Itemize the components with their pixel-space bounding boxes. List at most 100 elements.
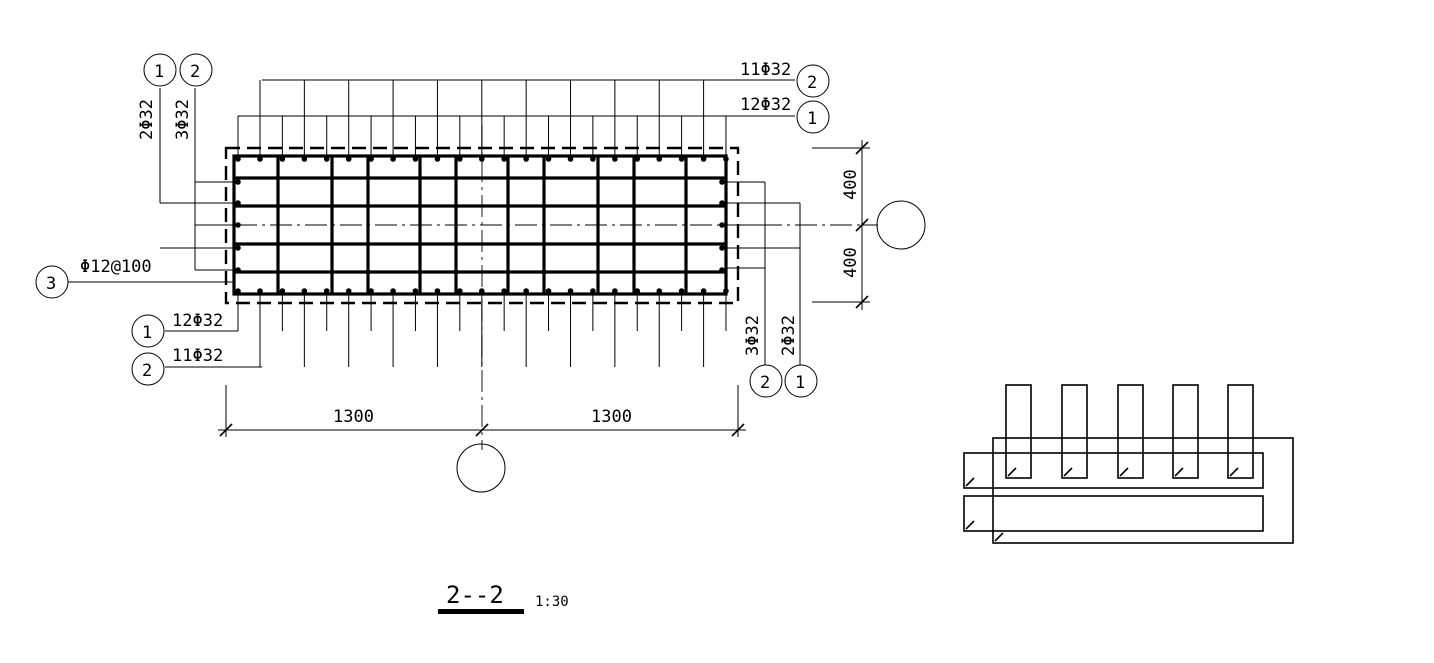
top-bar-dot xyxy=(479,156,485,162)
bottom-bar-dot xyxy=(257,288,263,294)
bottom-bar-dot xyxy=(323,288,330,294)
svg-text:1: 1 xyxy=(795,373,805,393)
axis-bubble-right xyxy=(876,200,926,250)
top-bar-dot xyxy=(700,156,707,162)
bottom-bar-dot xyxy=(590,288,596,294)
bottom-bar-dot xyxy=(723,288,729,294)
top-bar-dot xyxy=(723,156,729,162)
top-bar-dot xyxy=(678,156,685,162)
top-bar-dot xyxy=(412,156,419,162)
top-bar-dot xyxy=(501,156,507,162)
bottom-bar-dot xyxy=(656,288,663,294)
bottom-leader-lines xyxy=(237,294,727,367)
svg-text:1: 1 xyxy=(807,109,817,129)
hook-tick xyxy=(1007,467,1017,477)
bottom-bar-dot xyxy=(545,288,552,294)
bottom-bar-2-label: 11Φ32 xyxy=(172,346,223,366)
section-title: 2--2 xyxy=(446,581,504,609)
top-bar-dot xyxy=(434,156,441,162)
bottom-bar-dot xyxy=(634,288,641,294)
bottom-bar-dot xyxy=(523,288,529,294)
bottom-bar-dot xyxy=(301,288,308,294)
side-bar-dot xyxy=(719,200,725,206)
hook-tick xyxy=(994,532,1004,542)
top-bar-1-label: 12Φ32 xyxy=(740,95,791,115)
svg-text:2: 2 xyxy=(760,373,770,393)
right-bar-2-label: 3Φ32 xyxy=(743,315,763,356)
bottom-bar-dot xyxy=(345,288,352,294)
bottom-bar-dot xyxy=(479,288,485,294)
top-bar-dot xyxy=(457,156,463,162)
right-leaders xyxy=(726,181,801,365)
top-bar-dot xyxy=(567,156,574,162)
upper-height-dim: 400 xyxy=(841,169,861,200)
marker-right-1: 1 xyxy=(784,364,818,398)
bottom-bar-dot xyxy=(678,288,685,294)
top-bar-dot xyxy=(545,156,552,162)
hook-tick xyxy=(1063,467,1073,477)
bottom-bar-dot xyxy=(457,288,463,294)
left-span-dim: 1300 xyxy=(333,407,374,427)
left-bar-2-label: 3Φ32 xyxy=(173,99,193,140)
top-bar-dot xyxy=(345,156,352,162)
svg-text:1: 1 xyxy=(154,62,164,82)
bottom-bar-dot xyxy=(368,288,374,294)
left-bar-1-label: 2Φ32 xyxy=(137,99,157,140)
bottom-bar-dot xyxy=(390,288,396,294)
bottom-bar-dot xyxy=(235,288,241,294)
stirrup-detail xyxy=(963,384,1294,544)
marker-top-2: 2 xyxy=(796,64,830,98)
hook-tick xyxy=(1174,467,1184,477)
marker-bottom-1: 1 xyxy=(131,314,165,348)
bottom-bar-dot xyxy=(567,288,574,294)
side-bar-dot xyxy=(719,267,725,273)
right-span-dim: 1300 xyxy=(591,407,632,427)
bottom-bar-dot xyxy=(279,288,286,294)
svg-text:2: 2 xyxy=(142,361,152,381)
title-underline xyxy=(438,609,524,614)
top-bar-dot xyxy=(634,156,641,162)
svg-text:2: 2 xyxy=(190,62,200,82)
top-bar-dot xyxy=(301,156,308,162)
left-leaders xyxy=(159,88,238,271)
top-bar-dot xyxy=(279,156,286,162)
top-bar-2-label: 11Φ32 xyxy=(740,60,791,80)
bottom-bar-dot xyxy=(434,288,441,294)
top-bar-dot xyxy=(523,156,529,162)
bottom-bar-dot xyxy=(612,288,618,294)
top-bar-dot xyxy=(368,156,374,162)
svg-text:2: 2 xyxy=(807,73,817,93)
hook-tick xyxy=(965,477,975,487)
bottom-bar-dot xyxy=(700,288,707,294)
top-bar-dot xyxy=(590,156,596,162)
top-bar-dot xyxy=(257,156,263,162)
marker-top-1: 1 xyxy=(796,100,830,134)
top-bar-dot xyxy=(656,156,663,162)
svg-text:1: 1 xyxy=(142,323,152,343)
marker-stirrup-3: 3 xyxy=(35,265,69,299)
side-bar-dot xyxy=(719,222,725,228)
hook-tick xyxy=(1229,467,1239,477)
side-bar-dot xyxy=(719,179,725,185)
side-bar-dot xyxy=(719,245,725,251)
hook-tick xyxy=(1119,467,1129,477)
top-bar-dot xyxy=(235,156,241,162)
right-bar-1-label: 2Φ32 xyxy=(779,315,799,356)
top-bar-dot xyxy=(612,156,618,162)
section-scale: 1:30 xyxy=(535,594,569,610)
horizontal-dimension xyxy=(218,385,746,437)
bottom-bar-1-label: 12Φ32 xyxy=(172,311,223,331)
top-bar-dot xyxy=(390,156,396,162)
vertical-dimension xyxy=(812,140,878,310)
hook-tick xyxy=(965,520,975,530)
lower-height-dim: 400 xyxy=(841,247,861,278)
bottom-bar-dot xyxy=(412,288,419,294)
stirrup-label: Φ12@100 xyxy=(80,257,152,277)
axis-bubble-bottom xyxy=(456,443,506,493)
rebar-dots xyxy=(235,156,729,294)
bottom-bar-dot xyxy=(501,288,507,294)
top-leader-lines xyxy=(237,80,727,156)
top-bar-dot xyxy=(323,156,330,162)
horizontal-ties xyxy=(234,176,726,274)
